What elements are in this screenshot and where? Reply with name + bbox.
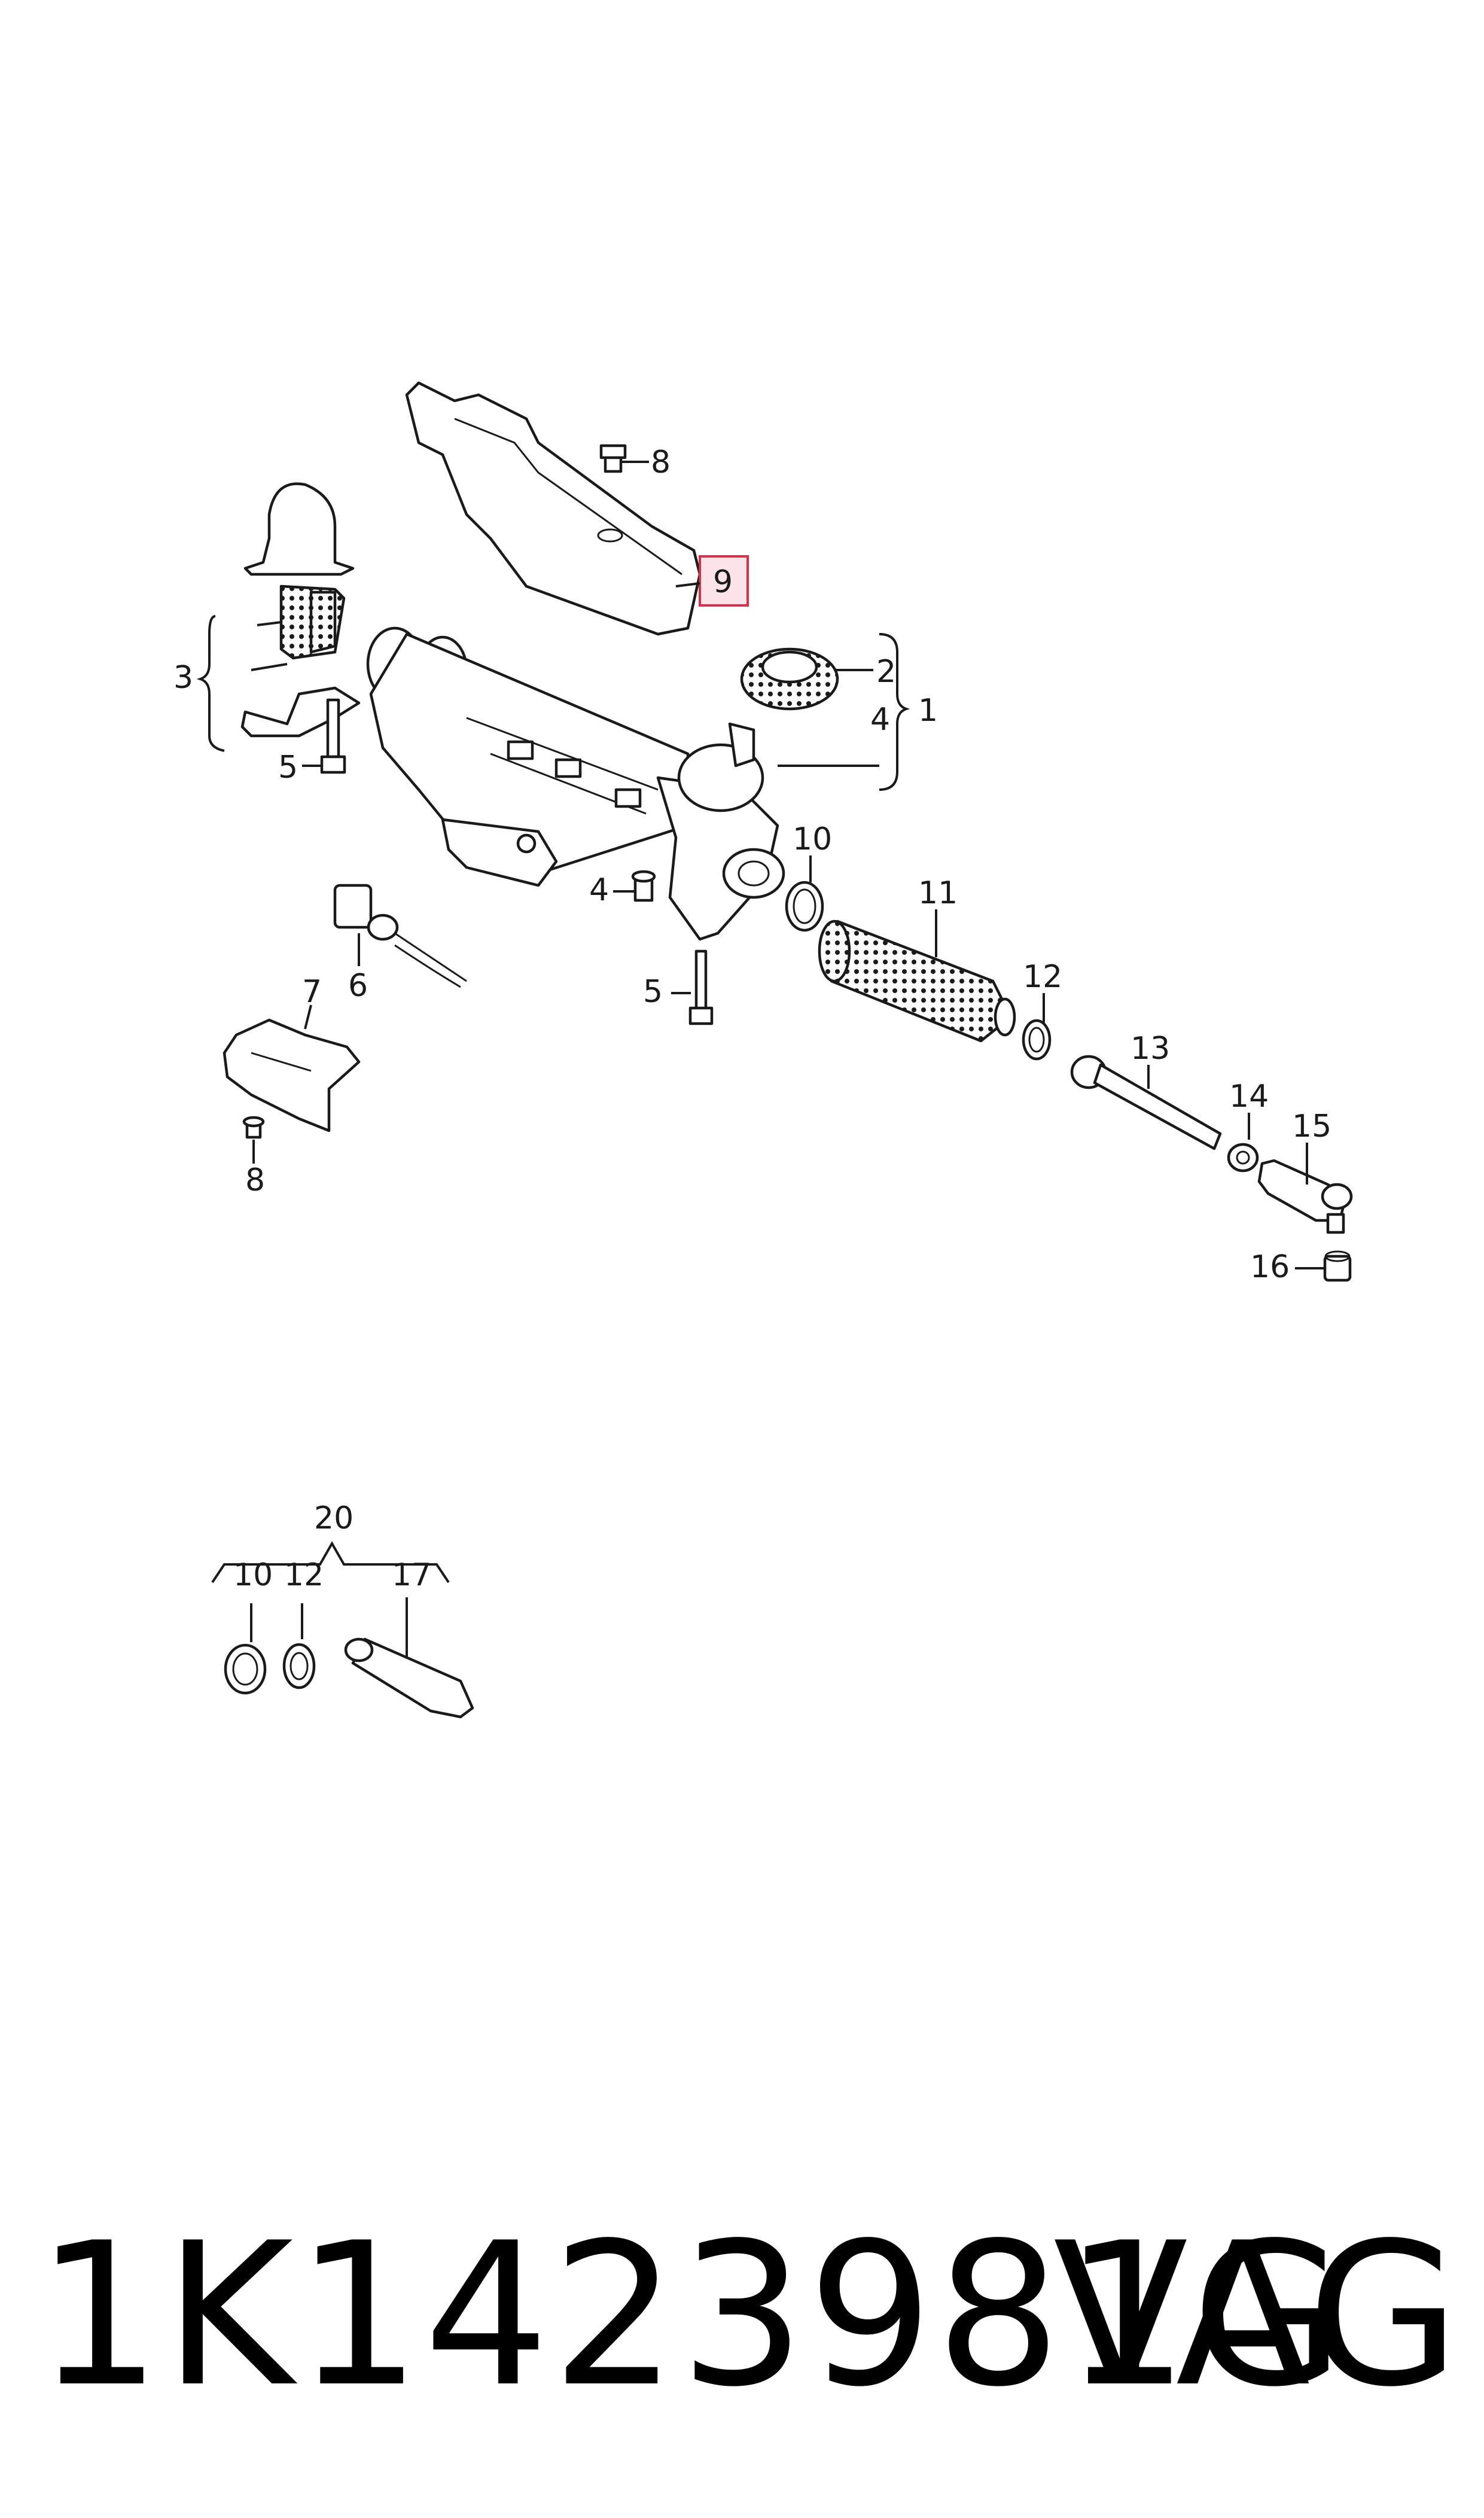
ring-part bbox=[740, 647, 873, 711]
callout-10: 10 bbox=[793, 821, 832, 857]
callout-5-bottom: 5 bbox=[643, 974, 663, 1010]
callout-9-highlight bbox=[699, 555, 749, 607]
bellows-part bbox=[818, 909, 1016, 1043]
bolt-8-top bbox=[599, 444, 649, 473]
callout-3: 3 bbox=[173, 660, 193, 696]
callout-8-bottom: 8 bbox=[245, 1162, 265, 1198]
leader-9 bbox=[675, 582, 700, 587]
clamp-12 bbox=[1022, 993, 1052, 1061]
callout-1: 1 bbox=[918, 693, 938, 729]
callout-4-right: 4 bbox=[870, 702, 890, 738]
callout-15: 15 bbox=[1292, 1109, 1331, 1144]
bolt-5-bottom bbox=[671, 949, 714, 1025]
callout-7: 7 bbox=[302, 974, 322, 1010]
sensor-part bbox=[333, 884, 467, 988]
steering-rack-housing bbox=[366, 626, 785, 941]
callout-6: 6 bbox=[348, 968, 368, 1004]
callout-2: 2 bbox=[876, 654, 896, 690]
brand-label: VAG bbox=[1053, 2200, 1460, 2430]
callout-13: 13 bbox=[1130, 1031, 1170, 1067]
footer: 1K1423981G VAG bbox=[0, 2190, 1484, 2441]
callout-4-left: 4 bbox=[589, 872, 609, 908]
bolt-8-bottom bbox=[242, 1116, 265, 1164]
bracket-part bbox=[240, 482, 361, 738]
bolt-5-left bbox=[302, 698, 346, 774]
clamp-10 bbox=[785, 855, 824, 932]
steering-rack-exploded-diagram: 8 9 2 4 1 3 5 10 11 4 6 5 7 12 13 14 15 … bbox=[173, 381, 1353, 1719]
callout-20: 20 bbox=[314, 1500, 354, 1536]
tie-rod-end-part bbox=[1257, 1143, 1353, 1234]
nut-16 bbox=[1295, 1250, 1352, 1282]
callout-17: 17 bbox=[392, 1557, 431, 1593]
tie-rod-part bbox=[1070, 1055, 1222, 1150]
bracket-brace-1 bbox=[879, 633, 910, 791]
bracket-brace-3 bbox=[196, 615, 225, 752]
callout-5-left: 5 bbox=[278, 750, 298, 785]
callout-11: 11 bbox=[918, 875, 958, 911]
heat-shield-part bbox=[405, 381, 702, 636]
nut-14 bbox=[1227, 1113, 1259, 1173]
part-number: 1K1423981G bbox=[36, 2200, 1347, 2430]
cover-part bbox=[223, 1004, 361, 1132]
callout-12: 12 bbox=[1023, 959, 1062, 995]
callout-14: 14 bbox=[1229, 1079, 1269, 1115]
callout-9: 9 bbox=[713, 564, 733, 600]
callout-12-kit: 12 bbox=[284, 1557, 324, 1593]
repair-kit-20 bbox=[211, 1540, 474, 1719]
callout-10-kit: 10 bbox=[233, 1557, 273, 1593]
bolt-4 bbox=[613, 870, 656, 902]
callout-16: 16 bbox=[1250, 1249, 1290, 1285]
callout-8-top: 8 bbox=[651, 444, 671, 480]
